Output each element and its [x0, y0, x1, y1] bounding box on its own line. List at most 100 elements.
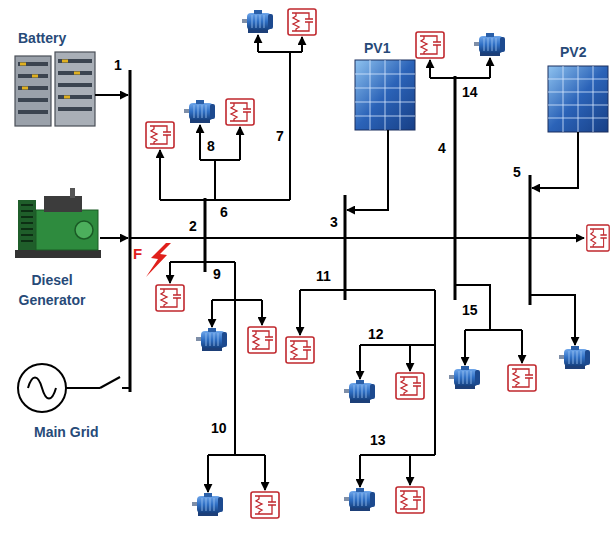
- line-number: 14: [462, 84, 478, 100]
- main-feeder: [130, 237, 584, 239]
- loads: [146, 9, 609, 518]
- motor-symbol: [184, 100, 215, 123]
- motor-symbol: [449, 366, 480, 389]
- bus-bar: [344, 195, 347, 300]
- fault-lightning: [146, 243, 171, 277]
- load-symbol: [508, 365, 536, 391]
- wire: [434, 290, 436, 455]
- wire-arrow: [239, 127, 241, 160]
- line-number: 12: [368, 326, 384, 342]
- load-symbol: [226, 99, 254, 125]
- wire: [214, 160, 216, 200]
- pv-panel-icon: [355, 60, 415, 130]
- generator-body: [36, 210, 98, 250]
- pv-panel-icon: [548, 66, 608, 132]
- motor-symbol: [344, 380, 375, 403]
- bus-number: 2: [189, 218, 197, 234]
- pv-grid: [548, 66, 608, 132]
- source-label: Battery: [18, 30, 66, 46]
- wire-arrow: [359, 345, 361, 379]
- load-symbol: [248, 327, 276, 353]
- wire: [212, 299, 262, 301]
- wire-arrow: [264, 455, 266, 490]
- wire-arrow: [159, 150, 161, 200]
- wire-arrow: [409, 455, 411, 485]
- source-label: Main Grid: [34, 424, 99, 440]
- wire: [289, 52, 291, 200]
- bus-number: 3: [330, 214, 338, 230]
- wire-arrow: [95, 94, 128, 96]
- motor-symbol: [474, 33, 505, 56]
- bus-bar: [129, 70, 132, 392]
- source-label: PV2: [560, 44, 586, 60]
- wire-arrow: [521, 330, 523, 363]
- wire-arrow: [301, 37, 303, 52]
- load-symbol: [587, 225, 609, 251]
- motor-symbol: [192, 493, 223, 516]
- motors: [184, 10, 590, 516]
- bus-bar: [454, 76, 457, 300]
- battery-icon: [15, 52, 95, 126]
- load-symbol: [288, 9, 316, 35]
- ac-source-circle: [18, 364, 66, 412]
- sine-wave: [28, 378, 56, 399]
- bus-number: 5: [513, 164, 521, 180]
- line-number: 9: [213, 266, 221, 282]
- line-number: 10: [211, 420, 227, 436]
- wires: [95, 35, 584, 492]
- load-symbol: [146, 122, 174, 148]
- generator-base: [15, 250, 101, 258]
- wire-arrow: [530, 295, 575, 345]
- line-number: 11: [316, 268, 331, 284]
- wire: [66, 387, 100, 389]
- line-number: 7: [276, 128, 284, 144]
- wire-arrow: [257, 35, 259, 52]
- source-label: PV1: [364, 40, 390, 56]
- wire: [258, 51, 302, 53]
- diesel-generator-icon: [15, 188, 101, 258]
- load-symbol: [396, 373, 424, 399]
- wire: [360, 344, 435, 346]
- wire: [455, 285, 490, 330]
- wire-arrow: [199, 125, 201, 160]
- pv-panel: [355, 60, 415, 130]
- bus-bars: [130, 70, 530, 392]
- pv-grid: [355, 60, 415, 130]
- wire-arrow: [429, 60, 431, 78]
- bus-bar: [529, 175, 532, 305]
- wire: [465, 329, 522, 331]
- motor-symbol: [196, 328, 227, 351]
- wire: [160, 199, 290, 201]
- pv-feed-arrow: [347, 130, 388, 210]
- battery-cabinet: [55, 52, 95, 126]
- wire: [200, 159, 240, 161]
- load-symbol: [416, 32, 444, 58]
- switch-blade: [100, 377, 120, 388]
- battery-cabinet: [15, 56, 51, 126]
- wire-arrow: [207, 455, 209, 492]
- wire-arrow: [211, 300, 213, 327]
- load-symbol: [251, 492, 279, 518]
- battery-cells: [18, 61, 92, 112]
- wire-arrow: [409, 345, 411, 371]
- generator-exhaust: [70, 188, 75, 198]
- wire-arrow: [169, 262, 171, 283]
- generator-alternator: [75, 221, 93, 239]
- pv-feed-arrow: [532, 132, 578, 188]
- pv-panel: [548, 66, 608, 132]
- main-grid-source: [18, 364, 130, 412]
- bus-bar: [204, 198, 207, 272]
- motor-symbol: [242, 10, 273, 33]
- bus-number: 4: [438, 140, 446, 156]
- battery-cell-lights: [20, 61, 80, 97]
- wire-arrow: [489, 58, 491, 78]
- wire-arrow: [359, 455, 361, 487]
- load-symbol: [156, 285, 184, 311]
- line-number: 13: [370, 432, 386, 448]
- bus-number: 1: [114, 57, 122, 73]
- motor-symbol: [559, 346, 590, 369]
- wire-arrow: [261, 300, 263, 325]
- wire: [360, 454, 435, 456]
